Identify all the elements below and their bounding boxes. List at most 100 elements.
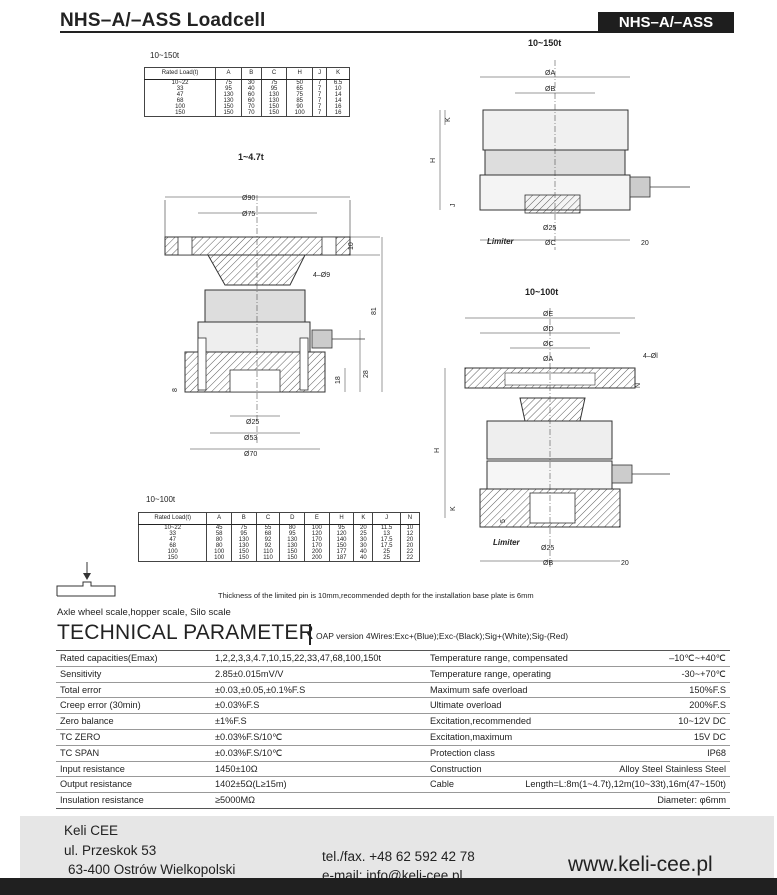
table-cell: 70 <box>240 104 262 110</box>
parameter-value: ±1%F.S <box>215 716 247 727</box>
table-cell: 7 <box>311 92 328 98</box>
table-cell: 16 <box>326 104 350 110</box>
table-cell: 60 <box>240 92 262 98</box>
table-cell: 25 <box>372 555 401 562</box>
parameter-name: Maximum safe overload <box>430 684 528 695</box>
d2-label-j: J <box>450 204 457 208</box>
d2-label-h: H <box>430 158 437 163</box>
footer-city: 63-400 Ostrów Wielkopolski <box>68 862 236 877</box>
parameter-value: Diameter: φ6mm <box>657 795 726 806</box>
table-cell: 68 <box>143 98 217 104</box>
parameter-value: Length=L:8m(1~4.7t),12m(10~33t),16m(47~1… <box>525 779 726 790</box>
table-cell: 10 <box>399 524 421 531</box>
table-cell: 110 <box>255 549 281 555</box>
d3-label-25: Ø25 <box>541 545 554 552</box>
column-header: K <box>353 512 374 525</box>
parameter-value: IP68 <box>707 747 726 758</box>
column-header: D <box>279 512 306 525</box>
footer-company: Keli CEE <box>64 823 119 838</box>
table-cell: 150 <box>260 110 288 117</box>
table-cell: 25 <box>372 549 401 555</box>
parameter-value: 2.85±0.015mV/V <box>215 668 284 679</box>
model-tag: NHS–A/–ASS <box>598 12 734 33</box>
drawing-1-4-7t: Ø90 Ø75 4–Ø9 10 81 28 18 8 Ø25 Ø53 Ø70 <box>164 195 383 458</box>
d1-label-75: Ø75 <box>242 211 255 218</box>
table-cell: 10 <box>326 86 350 92</box>
parameter-value: 1402±5Ω(L≥15m) <box>215 779 287 790</box>
table-cell: 55 <box>255 524 281 531</box>
parameter-name: TC ZERO <box>60 731 101 742</box>
table-cell: 6.5 <box>326 79 350 86</box>
table-cell: 7 <box>311 79 328 86</box>
d2-label-b: ØB <box>545 86 555 93</box>
technical-parameter-table: Rated capacities(Emax)1,2,2,3,3,4.7,10,1… <box>56 650 730 809</box>
table-cell: 14 <box>326 98 350 104</box>
parameter-name: Temperature range, operating <box>430 668 552 679</box>
parameter-value: ±0.03,±0.05,±0.1%F.S <box>215 684 306 695</box>
footer-dark-strip <box>0 878 777 895</box>
d1-label-4-9: 4–Ø9 <box>313 272 330 279</box>
table-cell: 150 <box>279 555 306 562</box>
d3-label-4-l: 4–Øl <box>643 353 658 360</box>
parameter-name: Sensitivity <box>60 668 102 679</box>
table-cell: 150 <box>215 110 242 117</box>
table-cell: 150 <box>230 555 257 562</box>
d3-label-e: ØE <box>543 311 553 318</box>
column-header: B <box>230 512 257 525</box>
d3-label-d: ØD <box>543 326 554 333</box>
parameter-name: Zero balance <box>60 716 114 727</box>
table-cell: 187 <box>328 555 355 562</box>
parameter-value: ≥5000MΩ <box>215 795 256 806</box>
table-cell: 100 <box>137 549 208 555</box>
table-150t-caption: 10~150t <box>150 51 180 60</box>
table-cell: 22 <box>399 555 421 562</box>
column-header: E <box>304 512 330 525</box>
table-cell: 92 <box>255 537 281 543</box>
parameter-value: 150%F.S <box>689 684 726 695</box>
d3-label-h: H <box>434 448 441 453</box>
d2-label-a: ØA <box>545 70 555 77</box>
parameter-value: 200%F.S <box>689 700 726 711</box>
footer-phone: tel./fax. +48 62 592 42 78 <box>322 849 475 864</box>
parameter-name: Cable <box>430 779 455 790</box>
d1-label-10: 10 <box>348 242 355 250</box>
parameter-name: Construction <box>430 763 482 774</box>
drawing-1-caption: 1~4.7t <box>238 152 264 162</box>
column-header: J <box>372 512 401 525</box>
d2-limiter-label: Limiter <box>487 237 515 246</box>
footer-website[interactable]: www.keli-cee.pl <box>568 853 713 876</box>
table-cell: 10~22 <box>137 524 208 531</box>
table-cell: 30 <box>240 79 262 86</box>
parameter-row: Rated capacities(Emax)1,2,2,3,3,4.7,10,1… <box>56 651 730 667</box>
d2-label-c: ØC <box>545 240 556 247</box>
d1-label-70: Ø70 <box>244 451 257 458</box>
column-header: H <box>328 512 355 525</box>
table-cell: 70 <box>240 110 262 117</box>
parameter-name: Creep error (30min) <box>60 700 141 711</box>
table-cell: 33 <box>137 531 208 537</box>
d1-label-18: 18 <box>335 376 342 384</box>
technical-heading: TECHNICAL PARAMETER <box>57 621 314 644</box>
parameter-value: 15V DC <box>693 731 726 742</box>
parameter-name: Protection class <box>430 747 495 758</box>
parameter-value: –10℃~+40℃ <box>669 653 726 663</box>
column-header: K <box>326 67 350 80</box>
table-cell: 33 <box>143 86 217 92</box>
table-cell: 20 <box>399 543 421 549</box>
column-header: C <box>255 512 281 525</box>
table-cell: 12 <box>399 531 421 537</box>
d1-label-53: Ø53 <box>244 435 257 442</box>
